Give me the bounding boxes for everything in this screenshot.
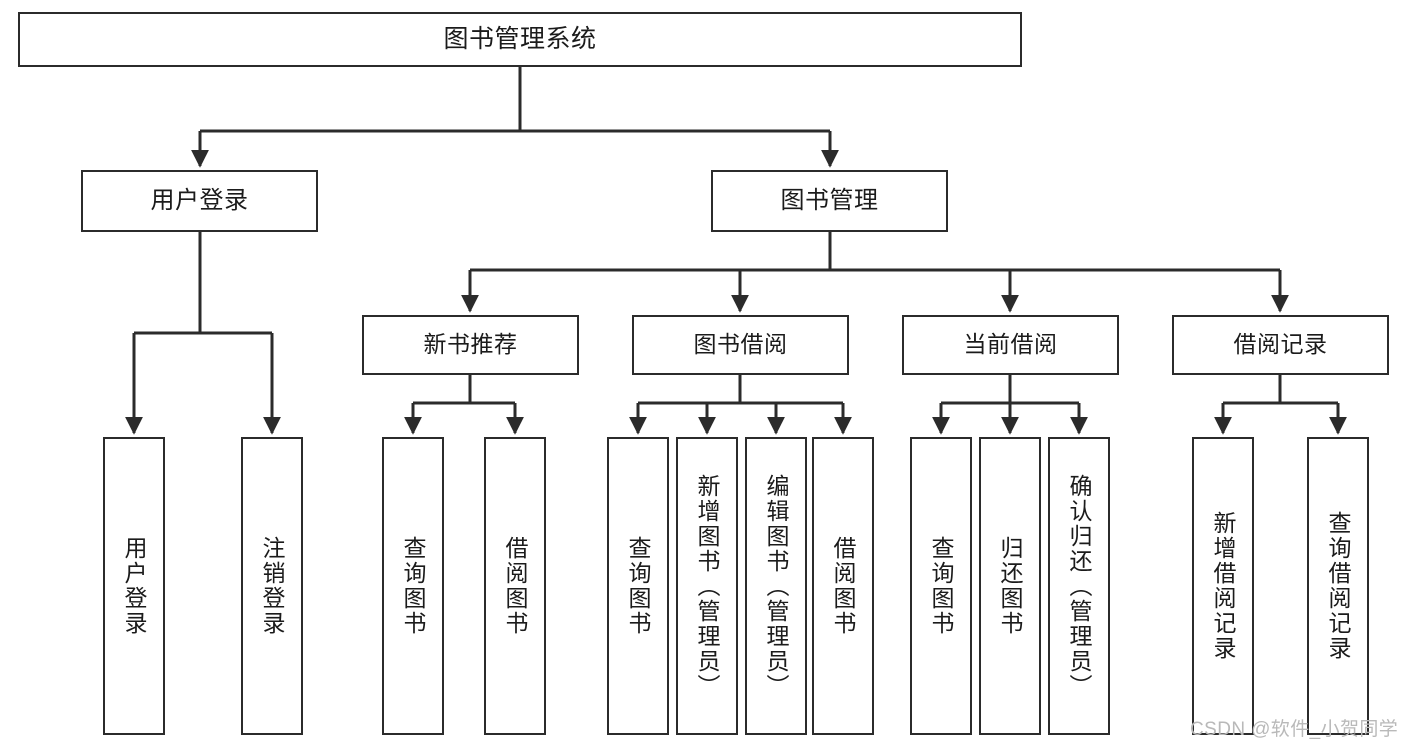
leaf-user-logout[interactable]: 注销登录 <box>241 437 303 735</box>
leaf-edit-book-admin[interactable]: 编辑图书（管理员） <box>745 437 807 735</box>
node-label: 查询图书 <box>625 536 652 636</box>
leaf-borrow-book[interactable]: 借阅图书 <box>812 437 874 735</box>
node-label: 新增借阅记录 <box>1210 511 1237 661</box>
node-label: 图书借阅 <box>693 331 788 358</box>
node-label: 归还图书 <box>997 536 1024 636</box>
node-label: 查询图书 <box>400 536 427 636</box>
leaf-borrow-book-recommend[interactable]: 借阅图书 <box>484 437 546 735</box>
leaf-search-book-current[interactable]: 查询图书 <box>910 437 972 735</box>
leaf-add-borrow-record[interactable]: 新增借阅记录 <box>1192 437 1254 735</box>
node-current-borrow[interactable]: 当前借阅 <box>902 315 1119 375</box>
node-user-login[interactable]: 用户登录 <box>81 170 318 232</box>
node-label: 借阅记录 <box>1233 331 1328 358</box>
node-label: 查询图书 <box>928 536 955 636</box>
node-label: 图书管理 <box>780 186 879 214</box>
node-label: 新增图书（管理员） <box>694 473 721 699</box>
leaf-return-book[interactable]: 归还图书 <box>979 437 1041 735</box>
node-new-book-recommend[interactable]: 新书推荐 <box>362 315 579 375</box>
node-book-management[interactable]: 图书管理 <box>711 170 948 232</box>
leaf-confirm-return-admin[interactable]: 确认归还（管理员） <box>1048 437 1110 735</box>
node-borrow-record[interactable]: 借阅记录 <box>1172 315 1389 375</box>
node-label: 用户登录 <box>150 186 249 214</box>
leaf-add-book-admin[interactable]: 新增图书（管理员） <box>676 437 738 735</box>
node-label: 新书推荐 <box>423 331 518 358</box>
node-label: 查询借阅记录 <box>1325 511 1352 661</box>
node-label: 图书管理系统 <box>443 24 597 53</box>
node-label: 编辑图书（管理员） <box>763 473 790 699</box>
leaf-search-book-recommend[interactable]: 查询图书 <box>382 437 444 735</box>
leaf-user-login[interactable]: 用户登录 <box>103 437 165 735</box>
node-label: 确认归还（管理员） <box>1066 473 1093 699</box>
node-label: 借阅图书 <box>830 536 857 636</box>
node-label: 当前借阅 <box>963 331 1058 358</box>
node-book-borrow[interactable]: 图书借阅 <box>632 315 849 375</box>
node-root-system[interactable]: 图书管理系统 <box>18 12 1022 67</box>
leaf-search-borrow-record[interactable]: 查询借阅记录 <box>1307 437 1369 735</box>
csdn-watermark: CSDN @软件_小贺同学 <box>1190 719 1399 740</box>
leaf-search-book-borrow[interactable]: 查询图书 <box>607 437 669 735</box>
node-label: 用户登录 <box>121 536 148 636</box>
node-label: 借阅图书 <box>502 536 529 636</box>
node-label: 注销登录 <box>259 536 286 636</box>
